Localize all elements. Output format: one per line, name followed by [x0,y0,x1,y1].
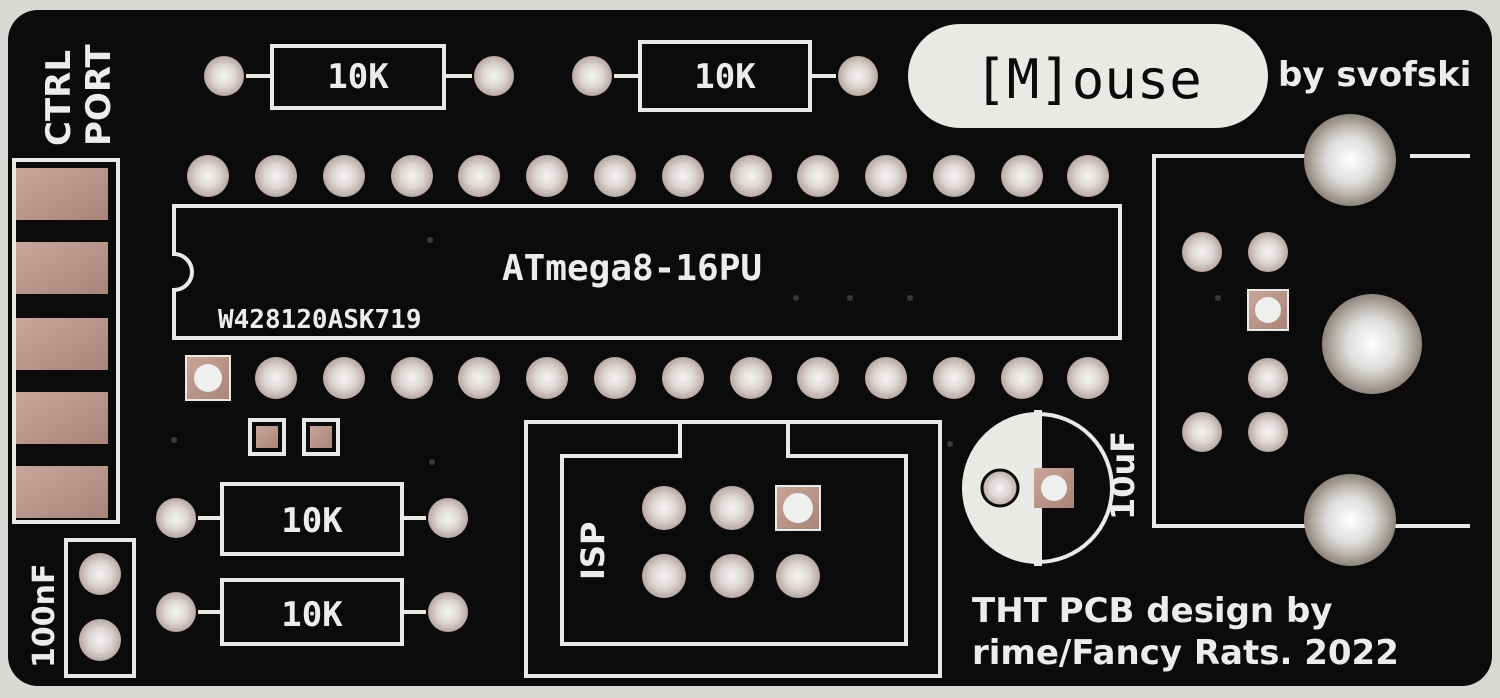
svg-text:ATmega8-16PU: ATmega8-16PU [502,248,762,289]
svg-text:10K: 10K [281,501,343,541]
resistor-r1: 10K [204,44,514,110]
vias [171,237,1221,465]
design-credit: THT PCB design by rime/Fancy Rats. 2022 [972,591,1399,673]
edge-connector [12,158,120,524]
svg-text:THT PCB design by: THT PCB design by [972,591,1332,631]
capacitor-100nf: 100nF [27,538,136,678]
svg-text:10uF: 10uF [1104,431,1142,520]
resistor-r4: 10K [156,578,468,646]
svg-text:rime/Fancy Rats. 2022: rime/Fancy Rats. 2022 [972,633,1399,673]
svg-text:PORT: PORT [79,44,119,146]
mcu-pins-bottom [185,355,1109,401]
mini-din-connector [1152,114,1470,566]
small-square-pads [248,418,340,456]
mouse-logo: [M]ouse [908,24,1268,128]
svg-text:[M]ouse: [M]ouse [974,48,1202,111]
mcu-outline: ATmega8-16PU W428120ASK719 [172,204,1122,340]
svg-text:10K: 10K [327,57,389,97]
svg-text:CTRL: CTRL [39,50,79,146]
author-label: by svofski [1278,55,1471,95]
isp-header: ISP [524,420,942,678]
svg-text:10K: 10K [281,595,343,635]
svg-text:100nF: 100nF [27,564,62,668]
resistor-r2: 10K [572,40,878,112]
svg-text:10K: 10K [694,57,756,97]
mcu-pins-top [187,155,1109,197]
svg-text:ISP: ISP [574,522,612,580]
resistor-r3: 10K [156,482,468,556]
capacitor-10uf: 10uF [962,410,1142,566]
ctrl-port-label: CTRL PORT [39,44,119,146]
svg-text:W428120ASK719: W428120ASK719 [218,305,422,335]
board-outline [8,10,1492,686]
